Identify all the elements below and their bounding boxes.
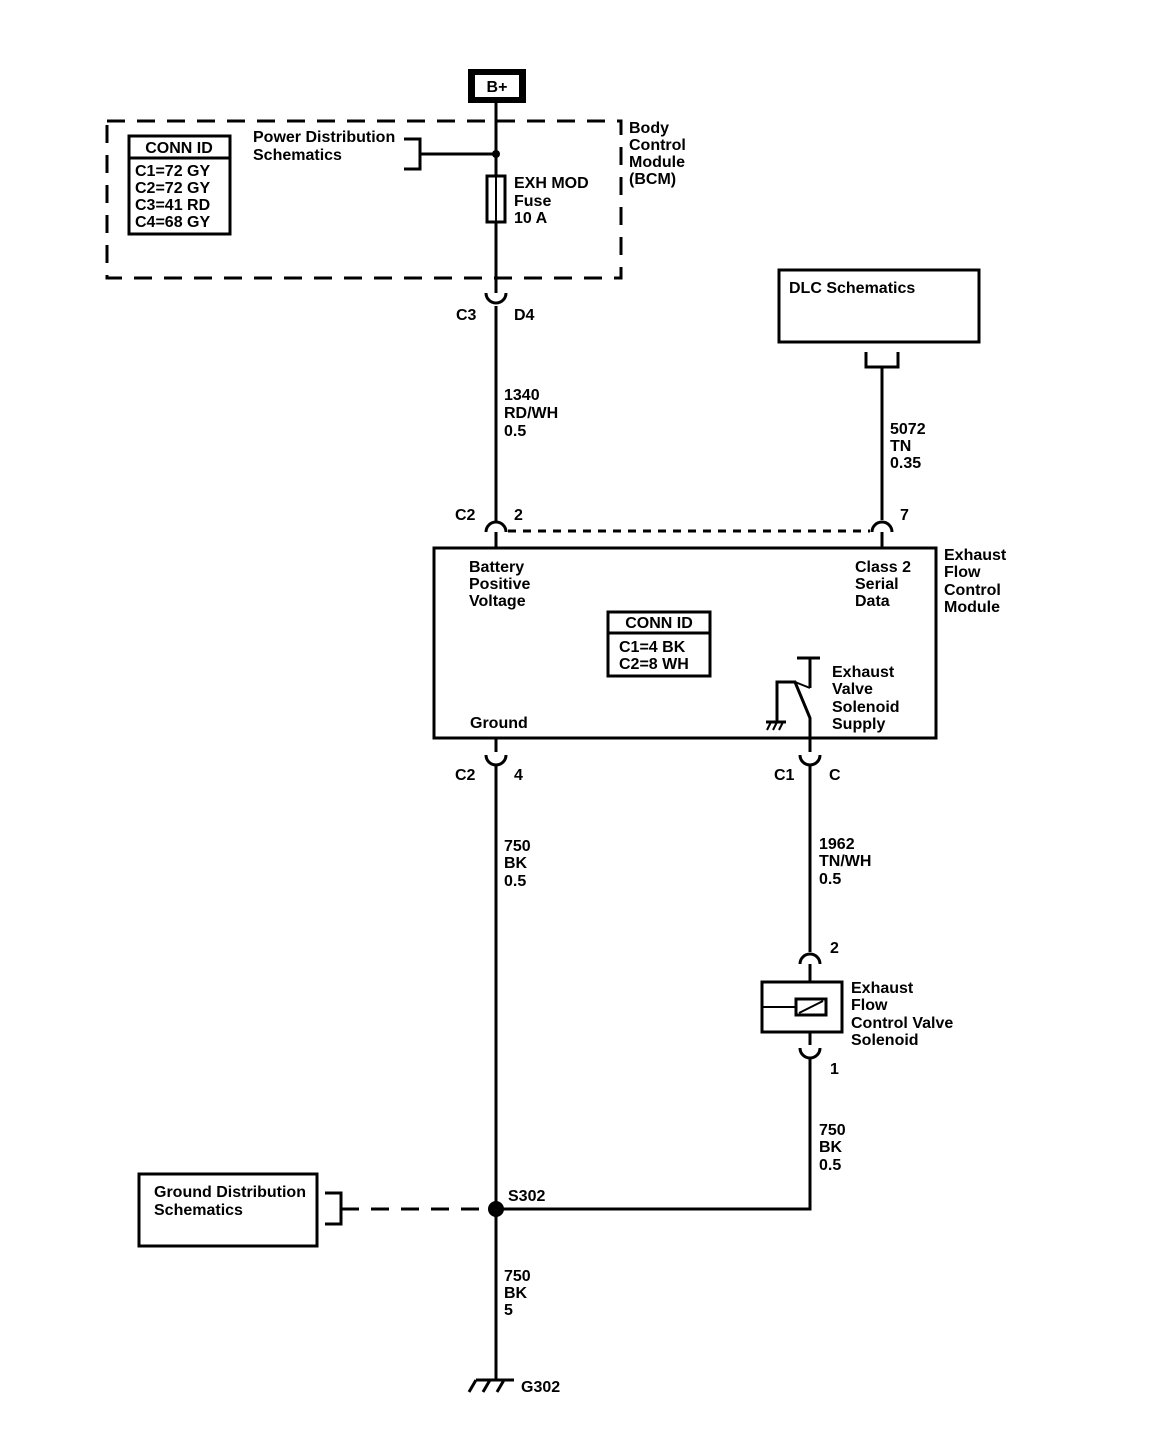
bcm-conn-id-table: CONN ID C1=72 GY C2=72 GY C3=41 RD C4=68…	[127, 134, 232, 236]
class2-data-label-1: Class 2	[855, 559, 911, 576]
fuse-rating: 10 A	[514, 210, 548, 227]
ground-distribution-box	[137, 1172, 319, 1248]
wire-750-main-gauge: 5	[504, 1302, 513, 1319]
efcm-pin7-connector	[870, 520, 894, 533]
wire-750-left-circuit: 750	[504, 838, 531, 855]
solenoid-supply-label-1: Exhaust	[832, 664, 895, 681]
efcm-c1-pinc-connector	[798, 754, 822, 767]
ground-distribution-bracket	[325, 1191, 343, 1226]
bcm-pin-label: D4	[514, 307, 535, 324]
wire-1340-color: RD/WH	[504, 405, 558, 422]
solenoid-coil-icon	[760, 980, 844, 1034]
solenoid-pin1-connector	[798, 1047, 822, 1060]
bcm-conn-id-row: C3=41 RD	[135, 197, 210, 214]
wire-1962-circuit: 1962	[819, 836, 855, 853]
class2-data-label-3: Data	[855, 593, 890, 610]
solenoid-supply-label-4: Supply	[832, 716, 885, 733]
bcm-name-4: (BCM)	[629, 171, 676, 188]
efcm-top-left-pin: 2	[514, 507, 523, 524]
ground-distribution-label-1: Ground Distribution	[154, 1184, 306, 1201]
battery-label: B+	[487, 79, 508, 96]
efcm-c2-pin2-connector	[484, 520, 508, 533]
efcm-bottom-left-pin: 4	[514, 767, 523, 784]
power-distribution-ref-2: Schematics	[253, 147, 342, 164]
wire-1340-circuit: 1340	[504, 387, 540, 404]
fuse-type: Fuse	[514, 193, 551, 210]
solenoid-name-2: Flow	[851, 997, 888, 1014]
ground-g302-icon	[467, 1378, 514, 1393]
bcm-housing	[105, 119, 623, 280]
wire-5072-circuit: 5072	[890, 421, 926, 438]
battery-terminal: B+	[468, 69, 526, 103]
solenoid-supply-switch-icon	[766, 656, 820, 738]
exh-mod-fuse	[485, 174, 507, 224]
efcm-bottom-left-connector: C2	[455, 767, 476, 784]
wire-750-right-gauge: 0.5	[819, 1157, 841, 1174]
bcm-conn-id-row: C4=68 GY	[135, 214, 210, 231]
splice-label: S302	[508, 1188, 545, 1205]
bcm-connector-label: C3	[456, 307, 477, 324]
efcm-name-1: Exhaust	[944, 547, 1007, 564]
efcm-name-3: Control	[944, 582, 1001, 599]
efcm-bottom-right-pin: C	[829, 767, 841, 784]
wire-750-left-color: BK	[504, 855, 528, 872]
efcm-conn-id-row: C1=4 BK	[619, 639, 686, 656]
bcm-name-3: Module	[629, 154, 685, 171]
wire-750-right-circuit: 750	[819, 1122, 846, 1139]
bcm-c3-connector	[484, 292, 508, 305]
bcm-conn-id-row: C1=72 GY	[135, 163, 210, 180]
solenoid-bottom-pin: 1	[830, 1061, 839, 1078]
solenoid-supply-label-2: Valve	[832, 681, 873, 698]
bcm-conn-id-row: C2=72 GY	[135, 180, 210, 197]
solenoid-top-pin: 2	[830, 940, 839, 957]
class2-data-label-2: Serial	[855, 576, 899, 593]
dlc-reference-box	[777, 268, 981, 344]
wire-750-left-gauge: 0.5	[504, 873, 526, 890]
solenoid-name-4: Solenoid	[851, 1032, 919, 1049]
power-distribution-ref-1: Power Distribution	[253, 129, 395, 146]
wire-1962-gauge: 0.5	[819, 871, 841, 888]
ground-label: Ground	[470, 715, 528, 732]
wire-750-main-circuit: 750	[504, 1268, 531, 1285]
solenoid-pin2-connector	[798, 952, 822, 965]
fuse-name: EXH MOD	[514, 175, 589, 192]
efcm-c2-pin4-connector	[484, 754, 508, 767]
efcm-conn-id-table: CONN ID C1=4 BK C2=8 WH	[606, 610, 712, 678]
bcm-conn-id-title: CONN ID	[145, 140, 213, 157]
efcm-top-right-pin: 7	[900, 507, 909, 524]
dlc-reference-label: DLC Schematics	[789, 280, 915, 297]
wire-750-right	[496, 1059, 812, 1211]
wire-750-main-color: BK	[504, 1285, 528, 1302]
wire-5072-color: TN	[890, 438, 911, 455]
efcm-conn-id-row: C2=8 WH	[619, 656, 689, 673]
solenoid-supply-label-3: Solenoid	[832, 699, 900, 716]
efcm-conn-id-title: CONN ID	[625, 615, 693, 632]
splice-s302	[488, 1201, 504, 1217]
solenoid-name-3: Control Valve	[851, 1015, 953, 1032]
ground-label-g302: G302	[521, 1379, 560, 1396]
battery-positive-label-1: Battery	[469, 559, 524, 576]
wire-750-right-color: BK	[819, 1139, 843, 1156]
battery-positive-label-3: Voltage	[469, 593, 526, 610]
bcm-name-2: Control	[629, 137, 686, 154]
wire-1962-color: TN/WH	[819, 853, 871, 870]
wire-1340-gauge: 0.5	[504, 423, 526, 440]
dlc-bracket	[864, 352, 900, 520]
wire-5072-gauge: 0.35	[890, 455, 921, 472]
power-distribution-bracket	[404, 137, 496, 171]
efcm-bottom-right-connector: C1	[774, 767, 795, 784]
battery-positive-label-2: Positive	[469, 576, 530, 593]
efcm-top-connector-label: C2	[455, 507, 476, 524]
efcm-name-4: Module	[944, 599, 1000, 616]
efcm-name-2: Flow	[944, 564, 981, 581]
ground-distribution-label-2: Schematics	[154, 1202, 243, 1219]
bcm-name-1: Body	[629, 120, 669, 137]
solenoid-name-1: Exhaust	[851, 980, 914, 997]
